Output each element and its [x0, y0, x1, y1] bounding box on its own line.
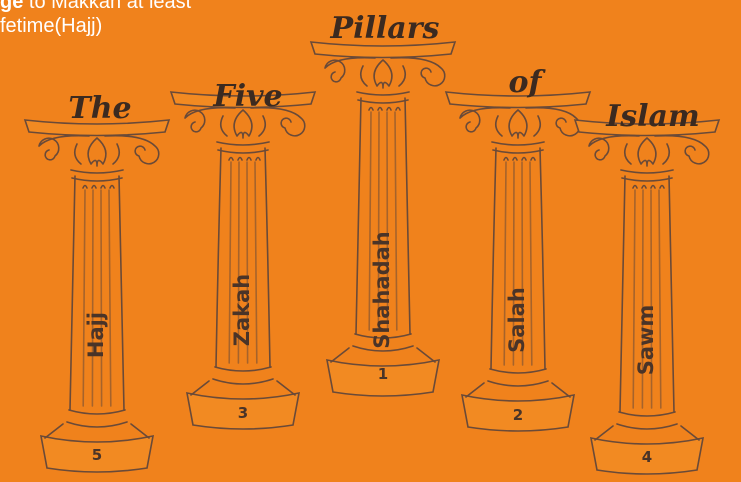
pillar-number-label: 3: [238, 404, 248, 422]
pillar-bead-marks: [633, 186, 664, 189]
title-word-islam: Islam: [605, 99, 700, 134]
pillar-base-sides: [595, 426, 699, 440]
pillar-volute-left: [325, 58, 375, 82]
pillar-name-label: Sawm: [634, 305, 658, 376]
pillar-leaf: [234, 110, 252, 138]
pillar-flute: [92, 190, 93, 406]
pillar-leaf: [88, 138, 106, 166]
pillar-volute-right: [655, 136, 709, 164]
title-word-the: The: [68, 91, 131, 126]
pillar-bead-marks: [83, 186, 114, 189]
pillar-salah: Salah 2: [446, 92, 590, 431]
pillar-leaf: [374, 60, 392, 88]
pillar-sawm: Sawm 4: [575, 120, 719, 474]
pillar-bead-marks: [504, 158, 535, 161]
pillar-hajj: Hajj 5: [25, 120, 169, 472]
pillar-name-label: Shahadah: [370, 231, 394, 349]
pillar-bead-marks: [369, 108, 400, 111]
pillar-necking: [492, 142, 544, 153]
pillar-flute: [659, 190, 661, 408]
pillar-volute-left: [460, 108, 510, 132]
pillar-base-sides: [191, 381, 295, 395]
pillar-flute: [395, 112, 397, 330]
pillar-name-label: Salah: [505, 287, 529, 353]
pillar-number-label: 5: [92, 446, 102, 464]
pillar-necking: [357, 92, 409, 103]
pillar-base-rings: [488, 369, 548, 386]
pillar-necking: [621, 170, 673, 181]
pillar-volute-left: [39, 136, 89, 160]
pillar-shahadah: Shahadah 1: [311, 42, 455, 396]
pillar-necking: [71, 170, 123, 181]
title-word-five: Five: [212, 79, 282, 114]
pillar-number-label: 2: [513, 406, 523, 424]
pillar-base-sides: [331, 348, 435, 362]
pillar-flute: [530, 162, 532, 365]
title-word-pillars: Pillars: [330, 11, 440, 46]
pillar-number-label: 4: [642, 448, 652, 466]
pillar-base-sides: [466, 383, 570, 397]
pillar-number-label: 1: [378, 365, 388, 383]
pillar-flute: [83, 190, 85, 406]
pillar-volute-left: [589, 136, 639, 160]
pillar-volute-right: [105, 136, 159, 164]
pillar-zakah: Zakah 3: [171, 92, 315, 429]
pillar-volute-right: [391, 58, 445, 86]
pillar-flute: [255, 162, 257, 363]
pillar-name-label: Zakah: [230, 274, 254, 347]
pillar-base-sides: [45, 424, 149, 438]
pillar-shaft: [620, 176, 674, 412]
pillar-leaf: [638, 138, 656, 166]
pillar-volute-right: [526, 108, 580, 136]
pillar-base-rings: [617, 412, 677, 429]
pillar-leaf: [509, 110, 527, 138]
pillar-necking: [217, 142, 269, 153]
pillar-shaft: [70, 176, 124, 410]
pillar-bead-marks: [229, 158, 260, 161]
pillar-name-label: Hajj: [84, 312, 108, 358]
pillar-base-rings: [213, 367, 273, 384]
pillar-flute: [109, 190, 111, 406]
title-word-of: of: [509, 65, 547, 100]
pillar-base-rings: [67, 410, 127, 427]
pillar-flute: [101, 190, 102, 406]
